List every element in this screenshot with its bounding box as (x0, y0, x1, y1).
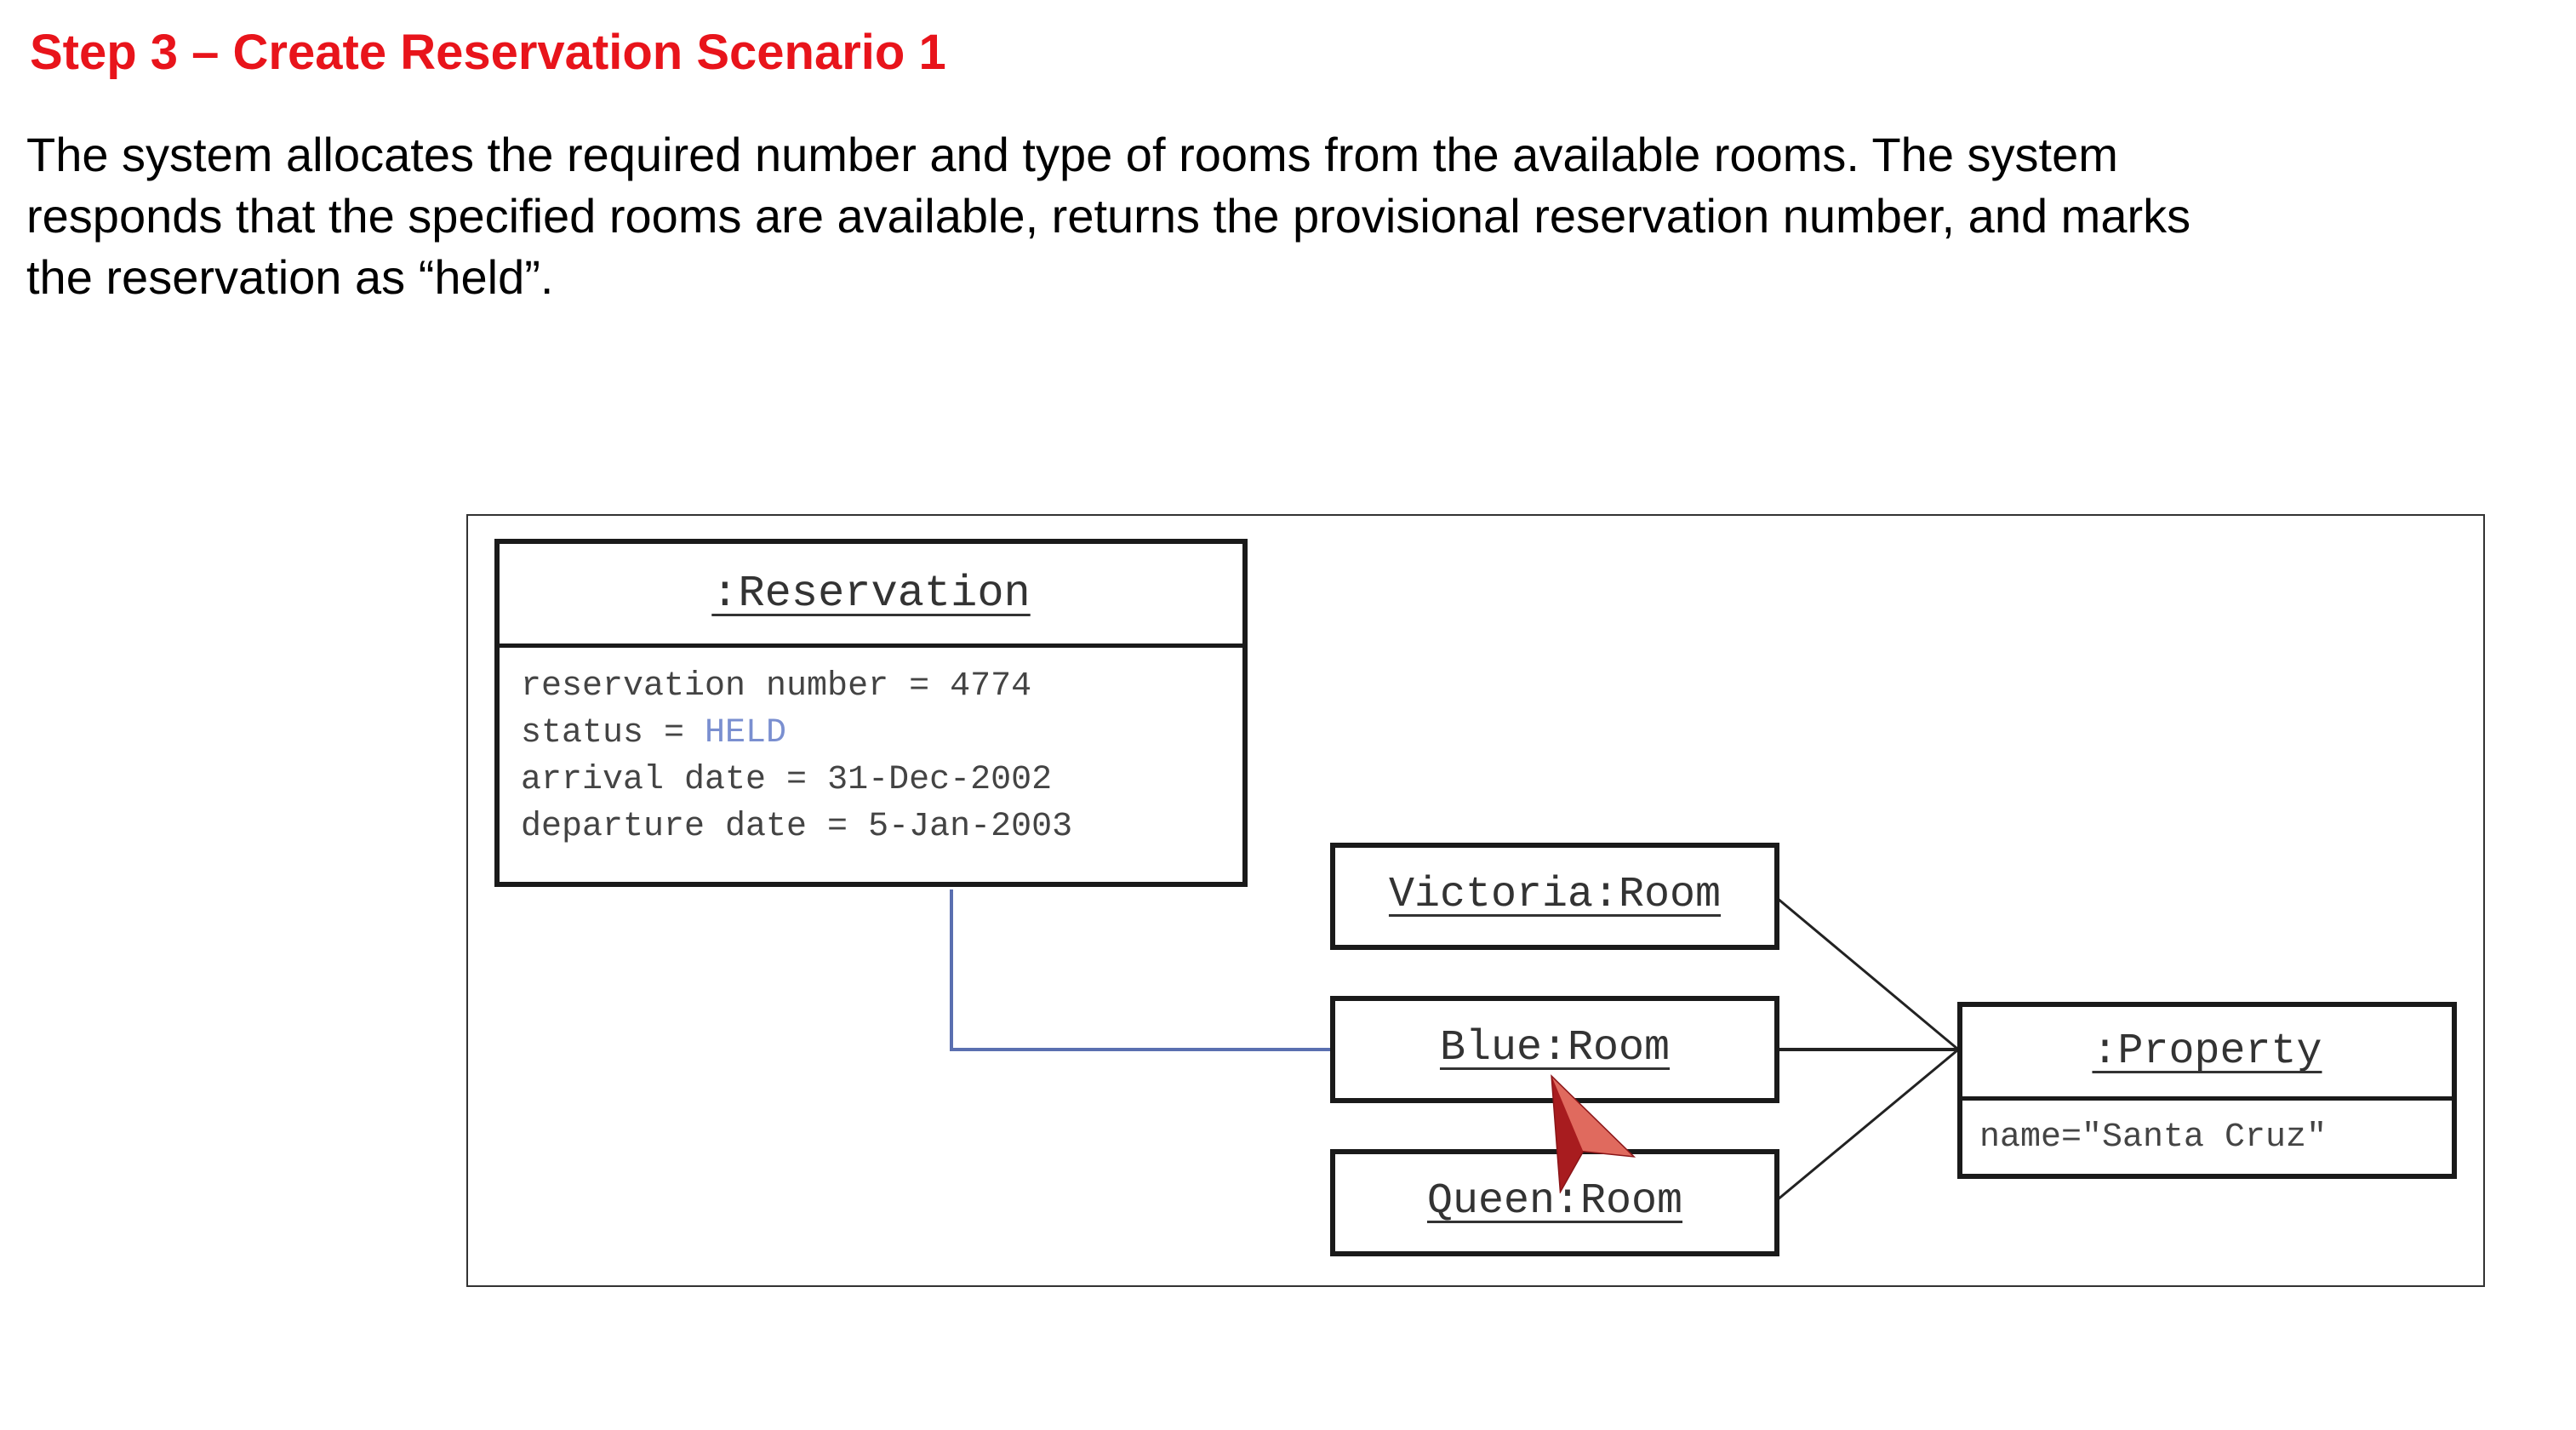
departure-date-attr: departure date = 5-Jan-2003 (521, 804, 1242, 850)
attr-label: arrival date = (521, 761, 828, 799)
attr-value: 5-Jan-2003 (868, 808, 1073, 846)
status-value: HELD (705, 714, 787, 752)
mouse-pointer-icon (1551, 1074, 1636, 1193)
victoria-room-name: Victoria:Room (1388, 871, 1722, 919)
description-paragraph: The system allocates the required number… (26, 124, 2409, 308)
victoria-to-property-link (1776, 896, 1958, 1050)
queen-room-object: Queen:Room (1330, 1149, 1779, 1256)
blue-room-name: Blue:Room (1439, 1024, 1671, 1072)
diagram-frame (466, 514, 2485, 1287)
reservation-object-name: :Reservation (711, 569, 1031, 619)
property-object-name: :Property (2092, 1027, 2322, 1076)
description-line: responds that the specified rooms are av… (26, 189, 2191, 243)
reservation-object-header: :Reservation (500, 544, 1242, 644)
status-attr: status = HELD (521, 710, 1242, 757)
attr-label: departure date = (521, 808, 869, 846)
attr-label: status = (521, 714, 705, 752)
reservation-object: :Reservation reservation number = 4774 s… (494, 539, 1248, 887)
attr-label: reservation number = (521, 667, 951, 706)
reservation-to-blue-link (950, 889, 1330, 1051)
property-attributes: name="Santa Cruz" (1962, 1096, 2452, 1175)
property-object: :Property name="Santa Cruz" (1957, 1002, 2457, 1179)
page-title: Step 3 – Create Reservation Scenario 1 (30, 25, 946, 80)
queen-to-property-link (1776, 1049, 1958, 1202)
property-name-attr: name="Santa Cruz" (1979, 1118, 2328, 1157)
property-object-header: :Property (1962, 1007, 2452, 1096)
arrival-date-attr: arrival date = 31-Dec-2002 (521, 757, 1242, 804)
queen-room-name: Queen:Room (1426, 1177, 1683, 1226)
attr-value: 4774 (950, 667, 1032, 706)
description-line: the reservation as “held”. (26, 250, 554, 304)
reservation-attributes: reservation number = 4774 status = HELD … (500, 644, 1242, 850)
attr-value: 31-Dec-2002 (827, 761, 1053, 799)
reservation-number-attr: reservation number = 4774 (521, 663, 1242, 710)
description-line: The system allocates the required number… (26, 128, 2118, 181)
victoria-room-object: Victoria:Room (1330, 843, 1779, 950)
